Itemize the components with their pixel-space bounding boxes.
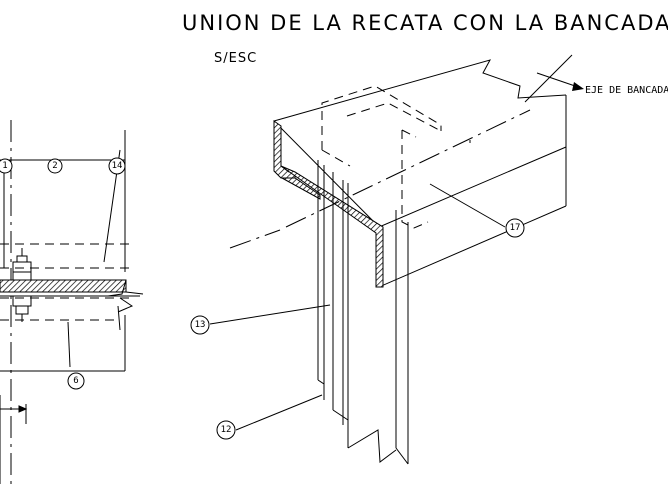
callout-14: 14	[108, 157, 126, 175]
callout-13: 13	[190, 315, 210, 335]
svg-text:6: 6	[73, 376, 78, 386]
scale-note: S/ESC	[214, 51, 257, 66]
svg-text:2: 2	[52, 161, 57, 171]
section-view	[0, 120, 144, 484]
axis-label: EJE DE BANCADA	[585, 85, 668, 96]
callout-1: 1	[0, 158, 13, 174]
isometric-view	[209, 54, 584, 465]
callout-2: 2	[47, 158, 63, 174]
drawing-title: UNION DE LA RECATA CON LA BANCADA	[182, 11, 668, 35]
callout-6: 6	[67, 372, 85, 390]
svg-text:13: 13	[195, 320, 206, 330]
svg-text:17: 17	[510, 223, 521, 233]
svg-text:12: 12	[221, 425, 232, 435]
callout-12: 12	[216, 420, 236, 440]
svg-text:1: 1	[2, 161, 7, 171]
svg-text:14: 14	[112, 161, 123, 171]
callout-17: 17	[505, 218, 525, 238]
